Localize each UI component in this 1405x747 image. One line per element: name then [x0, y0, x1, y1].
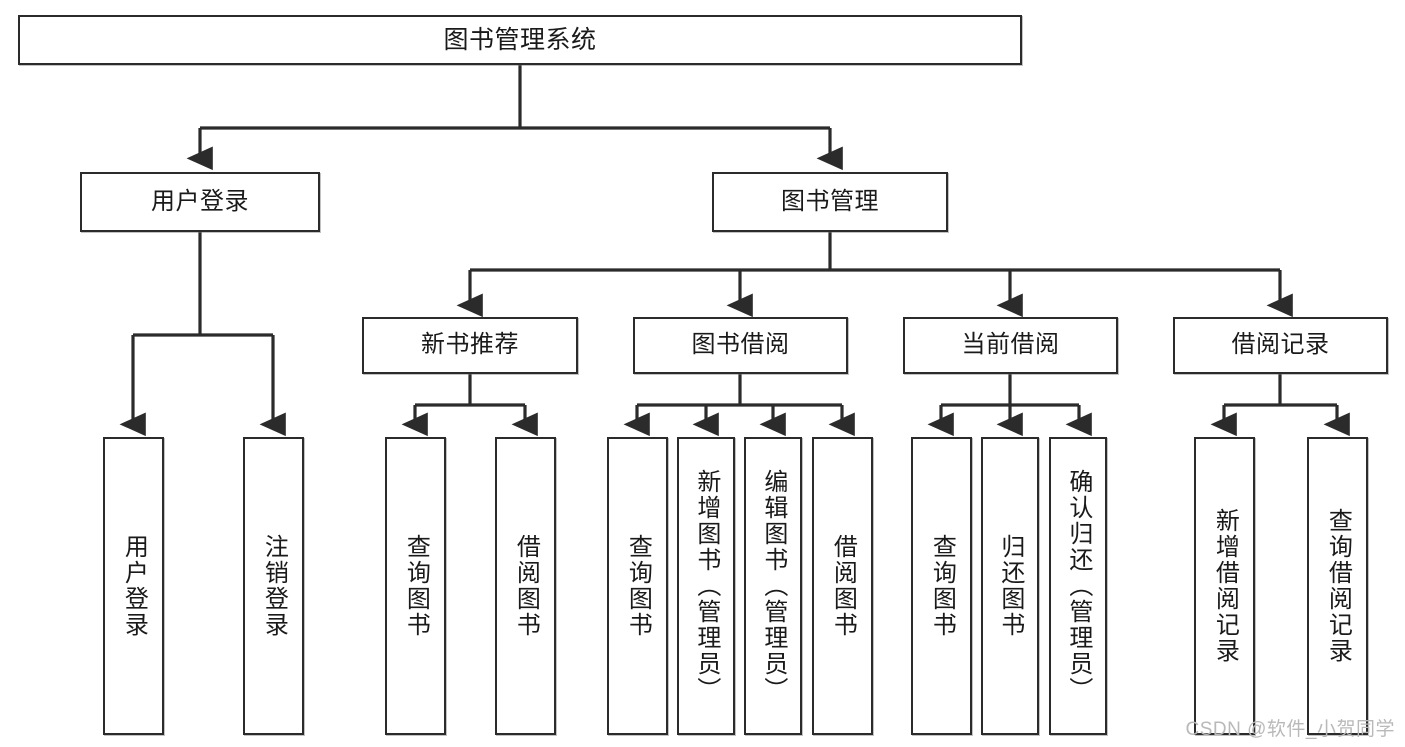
node-leaf-query-record[interactable]: 查询借阅记录: [1307, 437, 1368, 735]
node-leaf-query-book-3[interactable]: 查询图书: [911, 437, 972, 735]
node-leaf-borrow-book-1-label: 借阅图书: [512, 534, 540, 638]
node-borrow-record[interactable]: 借阅记录: [1173, 317, 1388, 374]
node-leaf-confirm-return[interactable]: 确认归还（管理员）: [1049, 437, 1107, 735]
node-root-book-management-system[interactable]: 图书管理系统: [18, 15, 1022, 65]
node-leaf-borrow-book-1[interactable]: 借阅图书: [495, 437, 556, 735]
node-leaf-add-record[interactable]: 新增借阅记录: [1194, 437, 1255, 735]
node-leaf-query-book-1-label: 查询图书: [402, 534, 430, 638]
node-user-login[interactable]: 用户登录: [80, 172, 320, 232]
node-leaf-return-book-label: 归还图书: [996, 534, 1024, 638]
node-leaf-query-book-3-label: 查询图书: [928, 534, 956, 638]
node-leaf-query-book-1[interactable]: 查询图书: [385, 437, 446, 735]
node-leaf-add-book-label: 新增图书（管理员）: [692, 469, 720, 703]
node-leaf-logout-login[interactable]: 注销登录: [243, 437, 304, 735]
node-leaf-query-book-2[interactable]: 查询图书: [607, 437, 668, 735]
node-leaf-borrow-book-2-label: 借阅图书: [829, 534, 857, 638]
node-user-login-label: 用户登录: [151, 187, 249, 215]
node-book-borrow-label: 图书借阅: [691, 331, 790, 359]
node-leaf-edit-book-label: 编辑图书（管理员）: [759, 469, 787, 703]
node-borrow-record-label: 借阅记录: [1231, 331, 1330, 359]
node-root-label: 图书管理系统: [443, 26, 597, 54]
node-current-borrow[interactable]: 当前借阅: [903, 317, 1118, 374]
node-leaf-return-book[interactable]: 归还图书: [981, 437, 1039, 735]
node-leaf-add-record-label: 新增借阅记录: [1211, 508, 1239, 664]
node-leaf-query-book-2-label: 查询图书: [624, 534, 652, 638]
node-leaf-edit-book[interactable]: 编辑图书（管理员）: [744, 437, 802, 735]
node-leaf-logout-login-label: 注销登录: [260, 534, 288, 638]
node-leaf-user-login-label: 用户登录: [120, 534, 148, 638]
node-leaf-borrow-book-2[interactable]: 借阅图书: [812, 437, 873, 735]
node-book-borrow[interactable]: 图书借阅: [633, 317, 848, 374]
node-leaf-user-login[interactable]: 用户登录: [103, 437, 164, 735]
node-new-book-recommend[interactable]: 新书推荐: [362, 317, 578, 374]
node-current-borrow-label: 当前借阅: [961, 331, 1060, 359]
node-book-manage[interactable]: 图书管理: [712, 172, 948, 232]
node-leaf-query-record-label: 查询借阅记录: [1324, 508, 1352, 664]
node-leaf-add-book[interactable]: 新增图书（管理员）: [677, 437, 735, 735]
csdn-watermark: CSDN @软件_小贺同学: [1185, 719, 1395, 740]
node-leaf-confirm-return-label: 确认归还（管理员）: [1064, 469, 1092, 703]
node-new-book-recommend-label: 新书推荐: [421, 331, 519, 359]
node-book-manage-label: 图书管理: [781, 187, 879, 215]
